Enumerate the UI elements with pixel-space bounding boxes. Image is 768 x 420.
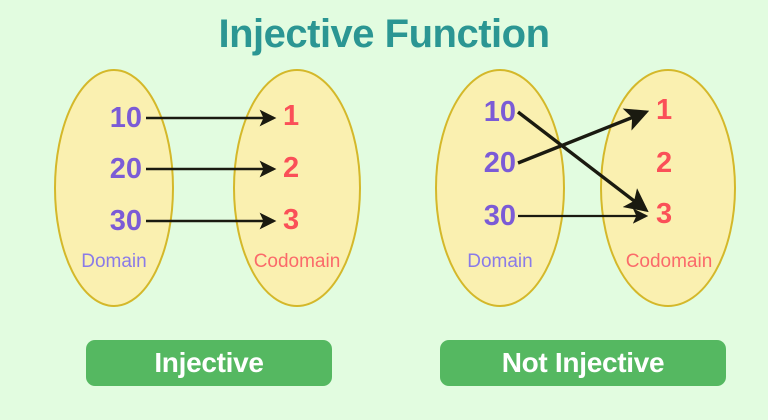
injective-badge: Injective [86,340,332,386]
not-injective-badge: Not Injective [440,340,726,386]
domain-set-label: Domain [467,251,533,272]
arrow-20-to-1 [517,108,650,165]
injective-diagram: 10 20 30 1 2 3 Domain Codomain [52,68,392,316]
domain-item-0: 10 [109,102,142,134]
codomain-item-0: 1 [656,94,673,126]
not-injective-diagram-svg [435,69,736,307]
codomain-item-0: 1 [283,100,300,132]
page-title: Injective Function [218,12,550,56]
codomain-item-2: 3 [283,204,300,236]
injective-diagram-svg [54,69,361,307]
codomain-item-1: 2 [283,152,300,184]
codomain-item-2: 3 [656,198,673,230]
domain-ellipse [54,69,174,307]
arrow-10-to-3 [516,110,649,213]
domain-item-1: 20 [483,147,516,179]
codomain-ellipse [233,69,361,307]
not-injective-diagram: 10 20 30 1 2 3 Domain Codomain [430,68,768,316]
codomain-set-label: Codomain [253,251,341,272]
domain-item-0: 10 [483,96,516,128]
domain-item-2: 30 [109,205,142,237]
domain-ellipse [435,69,565,307]
codomain-set-label: Codomain [625,251,713,272]
mapping-arrows [146,109,277,230]
domain-item-1: 20 [109,153,142,185]
codomain-item-1: 2 [656,147,673,179]
domain-set-label: Domain [81,251,147,272]
domain-item-2: 30 [483,200,516,232]
mapping-arrows [516,108,650,224]
